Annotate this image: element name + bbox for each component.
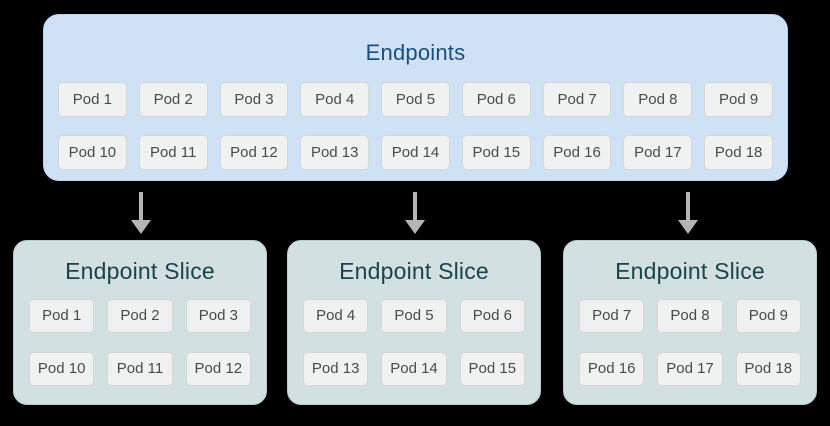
pod-chip: Pod 12 <box>185 351 251 386</box>
slice-3-pod-row-1: Pod 7 Pod 8 Pod 9 <box>579 298 801 333</box>
arrow-stem <box>139 192 143 220</box>
pod-chip: Pod 6 <box>461 82 531 118</box>
pod-chip: Pod 12 <box>219 135 289 171</box>
pod-chip: Pod 15 <box>459 351 525 386</box>
pod-chip: Pod 5 <box>381 82 450 118</box>
pod-chip: Pod 18 <box>704 135 774 171</box>
arrow-stem <box>413 192 417 220</box>
down-arrow-icon <box>131 192 151 234</box>
pod-chip: Pod 13 <box>303 351 369 386</box>
endpoints-pod-row-2: Pod 10 Pod 11 Pod 12 Pod 13 Pod 14 Pod 15 Pod … <box>58 135 774 171</box>
pod-chip: Pod 8 <box>657 298 723 333</box>
pod-chip: Pod 7 <box>579 298 645 333</box>
down-arrow-icon <box>405 192 425 234</box>
pod-chip: Pod 4 <box>303 298 369 333</box>
pod-chip: Pod 2 <box>138 82 208 118</box>
endpoint-slice-title: Endpoint Slice <box>615 258 765 284</box>
slice-3-pod-row-2: Pod 16 Pod 17 Pod 18 <box>579 351 801 386</box>
down-arrow-icon <box>678 192 698 234</box>
pod-chip: Pod 2 <box>107 298 173 333</box>
pod-chip: Pod 7 <box>542 82 612 118</box>
pod-chip: Pod 3 <box>219 82 289 118</box>
pod-chip: Pod 10 <box>29 351 95 386</box>
pod-chip: Pod 17 <box>623 135 693 171</box>
pod-chip: Pod 18 <box>735 351 801 386</box>
endpoints-pod-row-1: Pod 1 Pod 2 Pod 3 Pod 4 Pod 5 Pod 6 Pod 7 Pod 8… <box>58 82 774 118</box>
pod-chip: Pod 17 <box>657 351 723 386</box>
endpoint-slice-title: Endpoint Slice <box>65 258 215 284</box>
pod-chip: Pod 5 <box>381 298 447 333</box>
slice-2-pod-row-1: Pod 4 Pod 5 Pod 6 <box>303 298 525 333</box>
arrow-head <box>131 220 151 234</box>
pod-chip: Pod 14 <box>381 135 450 171</box>
pod-chip: Pod 8 <box>623 82 693 118</box>
arrow-stem <box>686 192 690 220</box>
arrow-head <box>678 220 698 234</box>
pod-chip: Pod 9 <box>735 298 801 333</box>
pod-chip: Pod 15 <box>461 135 531 171</box>
pod-chip: Pod 14 <box>381 351 447 386</box>
pod-chip: Pod 9 <box>704 82 774 118</box>
pod-chip: Pod 1 <box>29 298 95 333</box>
slice-1-pod-row-2: Pod 10 Pod 11 Pod 12 <box>29 351 251 386</box>
pod-chip: Pod 6 <box>459 298 525 333</box>
endpoint-slice-title: Endpoint Slice <box>339 258 489 284</box>
endpoints-title: Endpoints <box>365 40 466 65</box>
pod-chip: Pod 13 <box>300 135 370 171</box>
pod-chip: Pod 11 <box>107 351 173 386</box>
endpoints-box: Endpoints Pod 1 Pod 2 Pod 3 Pod 4 Pod 5 Pod 6… <box>43 14 788 181</box>
slice-2-pod-row-2: Pod 13 Pod 14 Pod 15 <box>303 351 525 386</box>
pod-chip: Pod 3 <box>185 298 251 333</box>
pod-chip: Pod 16 <box>579 351 645 386</box>
pod-chip: Pod 11 <box>138 135 208 171</box>
pod-chip: Pod 16 <box>542 135 612 171</box>
pod-chip: Pod 1 <box>58 82 127 118</box>
slice-1-pod-row-1: Pod 1 Pod 2 Pod 3 <box>29 298 251 333</box>
pod-chip: Pod 10 <box>58 135 127 171</box>
arrow-head <box>405 220 425 234</box>
pod-chip: Pod 4 <box>300 82 370 118</box>
